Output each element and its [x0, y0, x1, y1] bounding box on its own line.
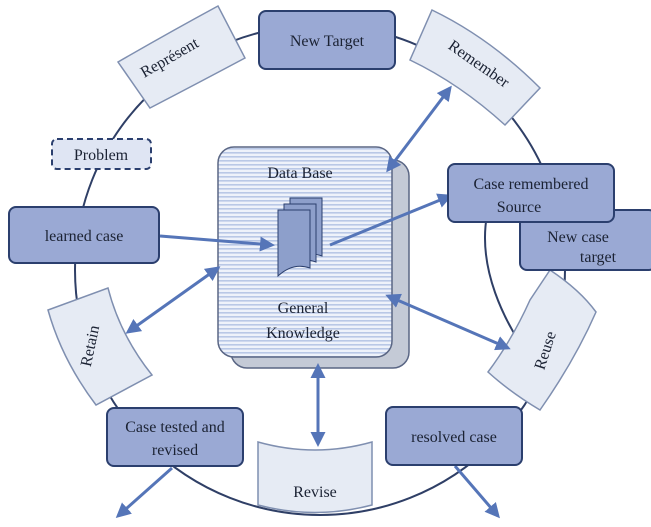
- box-new-case-target-line2: target: [580, 249, 617, 266]
- box-resolved-case: resolved case: [385, 406, 523, 466]
- box-case-remembered-line1: Case remembered: [473, 176, 588, 193]
- box-resolved-case-label: resolved case: [411, 429, 497, 446]
- box-case-tested-line1: Case tested and: [125, 419, 225, 436]
- arrow-resolved-out: [453, 465, 500, 519]
- database-title: Data Base: [267, 165, 332, 182]
- phase-reuse: Reuse: [486, 268, 597, 412]
- phase-revise: Revise: [257, 441, 373, 514]
- box-learned-case-label: learned case: [45, 228, 124, 245]
- database-knowledge-line1: General: [278, 300, 329, 317]
- box-problem: Problem: [51, 138, 152, 170]
- arrow-db-remember: [386, 85, 452, 173]
- phase-revise-label: Revise: [293, 484, 337, 501]
- box-new-target: New Target: [258, 10, 396, 70]
- box-case-tested: Case tested and revised: [106, 407, 244, 467]
- box-problem-label: Problem: [74, 147, 129, 164]
- box-case-tested-line2: revised: [152, 442, 198, 459]
- arrow-db-to-case-remembered: [329, 193, 453, 247]
- database-knowledge-line2: Knowledge: [266, 325, 340, 342]
- phase-represent: Représent: [116, 4, 247, 109]
- phase-remember: Remember: [409, 8, 542, 127]
- arrow-learned-to-db: [159, 234, 275, 252]
- arrow-db-reuse: [385, 293, 511, 351]
- box-new-target-label: New Target: [290, 33, 365, 50]
- box-case-remembered-line2: Source: [497, 199, 541, 216]
- box-new-case-target-line1: New case: [547, 229, 609, 246]
- arrow-case-tested-out: [115, 466, 173, 518]
- arrows: [115, 85, 511, 519]
- box-case-remembered: Case remembered Source: [447, 163, 615, 223]
- arrow-retain-db: [125, 266, 221, 334]
- document-stack-icon: [277, 197, 323, 278]
- phase-retain: Retain: [47, 287, 154, 406]
- box-learned-case: learned case: [8, 206, 160, 264]
- database: Data Base General Knowledge: [217, 146, 410, 369]
